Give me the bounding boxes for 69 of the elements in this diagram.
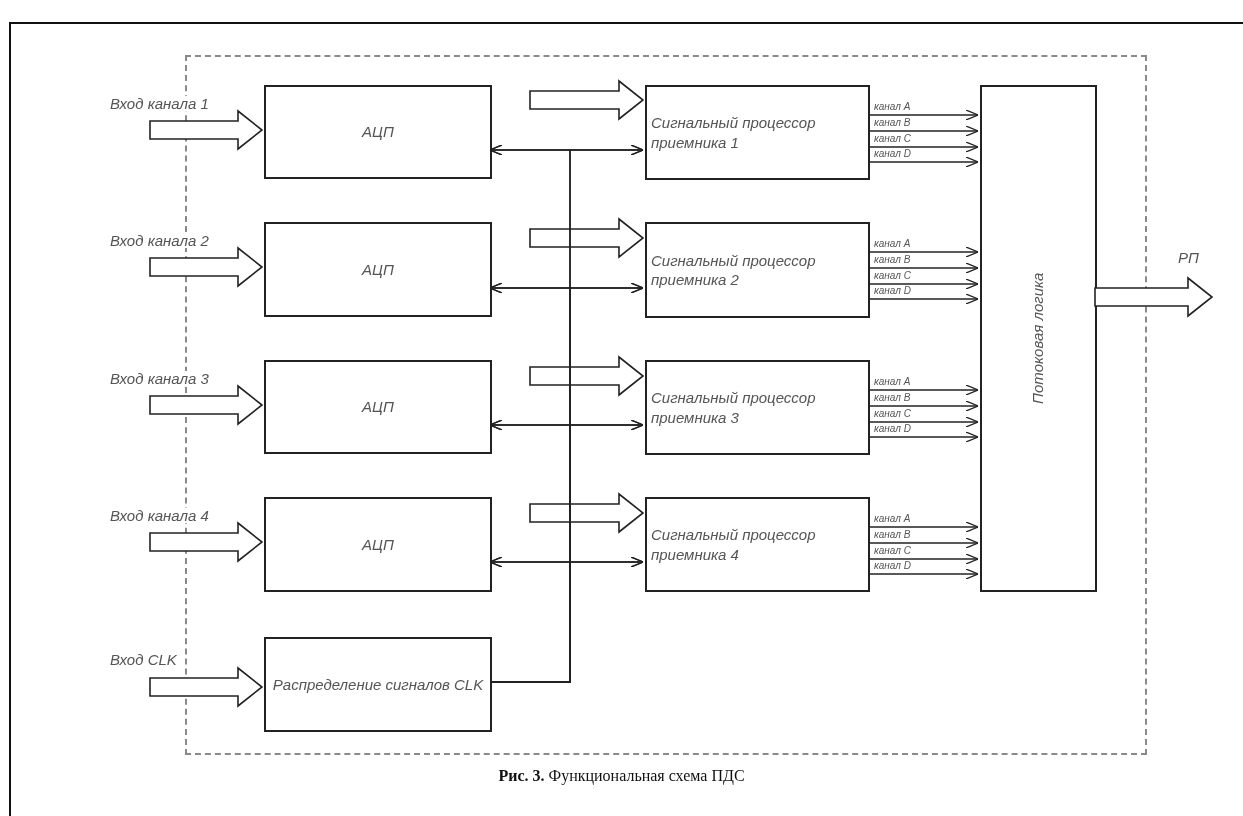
edge-label: Вход канала 2	[110, 233, 209, 248]
edge-label: канал B	[873, 530, 912, 540]
block-arrow	[529, 355, 645, 397]
edge-label: канал B	[873, 393, 912, 403]
block-arrow	[529, 79, 645, 121]
block-box	[980, 85, 1097, 592]
block-box	[645, 222, 870, 318]
block-arrow	[149, 666, 264, 708]
edge-label: Вход канала 3	[110, 371, 209, 386]
arrow	[867, 400, 979, 412]
arrow	[867, 246, 979, 258]
block-arrow	[149, 246, 264, 288]
arrow	[867, 521, 979, 533]
arrow	[867, 125, 979, 137]
block-arrow	[149, 521, 264, 563]
edge-label: канал A	[873, 514, 912, 524]
edge-label: Вход CLK	[110, 652, 177, 667]
arrow	[867, 537, 979, 549]
edge-label: канал C	[873, 546, 912, 556]
block-label: Сигнальный процессор приемника 4	[650, 525, 817, 564]
edge-label: канал D	[873, 561, 912, 571]
edge-label: канал A	[873, 102, 912, 112]
block-label: АЦП	[360, 534, 395, 555]
block-label: Потоковая логика	[1028, 272, 1048, 405]
block-arrow	[1094, 276, 1214, 318]
arrow	[867, 109, 979, 121]
edge-label: канал B	[873, 255, 912, 265]
edge-label: канал A	[873, 239, 912, 249]
block-box	[645, 360, 870, 455]
arrow	[867, 416, 979, 428]
arrow	[867, 156, 979, 168]
block-label: АЦП	[360, 259, 395, 280]
block-label: Сигнальный процессор приемника 3	[650, 388, 817, 427]
edge-label: Вход канала 1	[110, 96, 209, 111]
block-arrow	[529, 492, 645, 534]
edge-label: канал D	[873, 286, 912, 296]
block-arrow	[529, 217, 645, 259]
edge-label: канал C	[873, 409, 912, 419]
arrow	[867, 278, 979, 290]
edge-label: канал D	[873, 424, 912, 434]
arrow	[867, 293, 979, 305]
block-box	[264, 637, 492, 732]
edge-label: РП	[1178, 250, 1199, 265]
edge-label: канал A	[873, 377, 912, 387]
edge-label: канал D	[873, 149, 912, 159]
edge-label: Вход канала 4	[110, 508, 209, 523]
block-label: АЦП	[360, 122, 395, 142]
arrow	[867, 568, 979, 580]
block-box	[264, 85, 492, 179]
block-box	[264, 222, 492, 317]
arrow	[867, 431, 979, 443]
block-arrow	[149, 109, 264, 151]
figure-caption: Рис. 3. Функциональная схема ПДС	[497, 766, 746, 787]
edge-label: канал B	[873, 118, 912, 128]
block-label: Сигнальный процессор приемника 2	[650, 250, 817, 290]
arrow	[867, 141, 979, 153]
edge-label: канал C	[873, 134, 912, 144]
arrow	[867, 262, 979, 274]
edge-label: канал C	[873, 271, 912, 281]
block-box	[645, 85, 870, 180]
block-box	[264, 360, 492, 454]
block-box	[645, 497, 870, 592]
arrow	[867, 384, 979, 396]
block-box	[264, 497, 492, 592]
block-label: Распределение сигналов CLK	[271, 674, 485, 695]
block-label: АЦП	[360, 397, 395, 417]
block-arrow	[149, 384, 264, 426]
block-label: Сигнальный процессор приемника 1	[650, 113, 817, 152]
arrow	[867, 553, 979, 565]
